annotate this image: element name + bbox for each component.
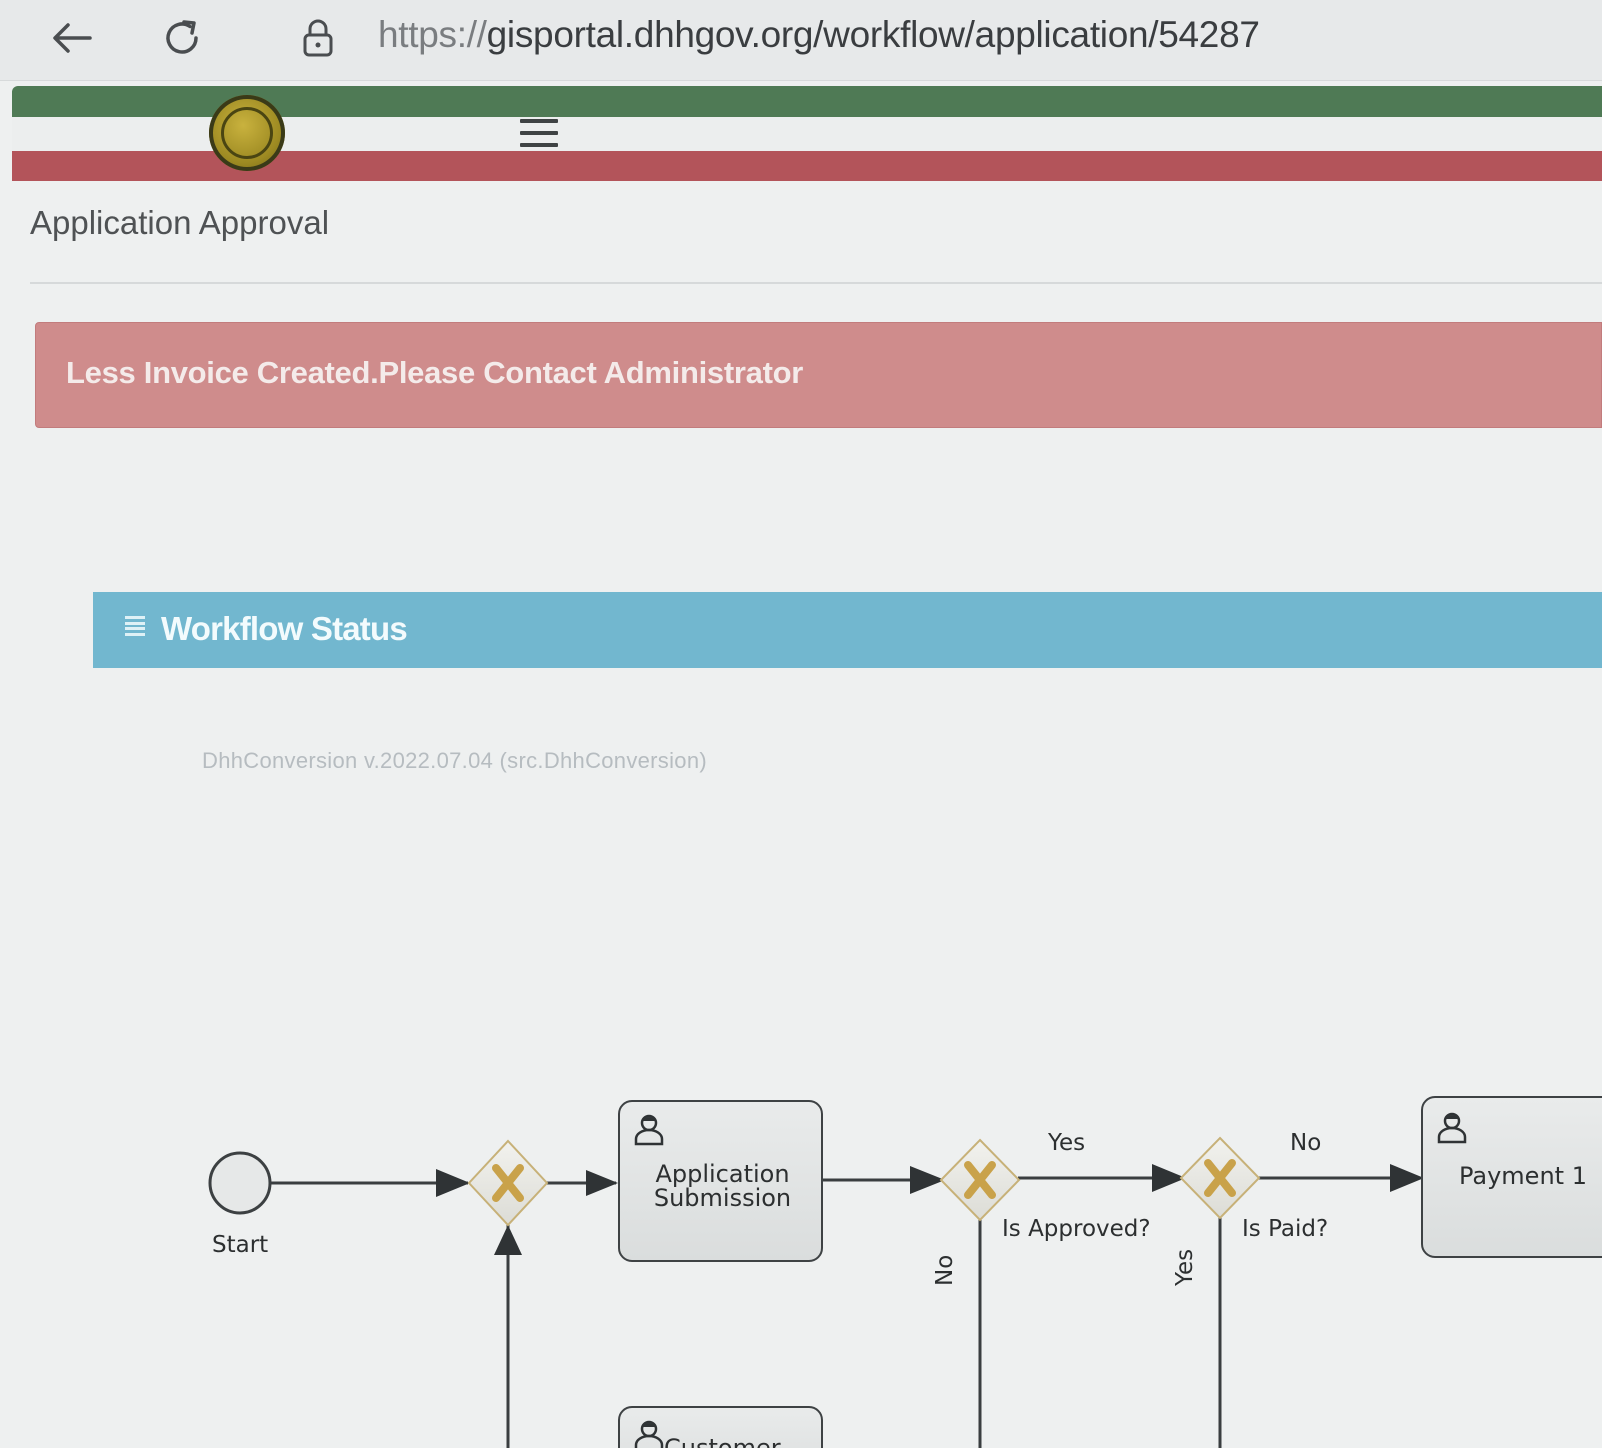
reload-button[interactable]	[156, 12, 208, 64]
page-title: Application Approval	[30, 204, 330, 241]
merge-gateway[interactable]	[467, 1139, 549, 1227]
user-task-icon	[634, 1420, 664, 1448]
alert-message: Less Invoice Created.Please Contact Admi…	[66, 355, 804, 390]
task-label: Customer	[664, 1434, 781, 1448]
portal-logo[interactable]	[209, 95, 285, 171]
url-protocol: https://	[378, 14, 487, 55]
task-label-line1: Application	[655, 1160, 790, 1188]
list-icon	[125, 616, 145, 636]
flow-label-approved-yes: Yes	[1048, 1130, 1086, 1156]
start-event-label: Start	[212, 1232, 269, 1258]
is-paid-gateway[interactable]	[1179, 1136, 1261, 1220]
panel-title: Workflow Status	[161, 610, 408, 647]
workflow-status-panel-header[interactable]: Workflow Status	[93, 592, 1602, 668]
flow-label-paid-no: No	[1290, 1130, 1322, 1156]
back-button[interactable]	[46, 12, 98, 64]
task-label: Payment 1	[1459, 1162, 1587, 1190]
reload-icon	[166, 20, 198, 54]
gateway-label-approved: Is Approved?	[1002, 1216, 1151, 1242]
lock-icon	[303, 19, 333, 57]
task-application-submission[interactable]: Application Submission	[618, 1100, 823, 1262]
start-event[interactable]	[208, 1151, 272, 1215]
error-alert: Less Invoice Created.Please Contact Admi…	[35, 322, 1602, 428]
user-task-icon	[1437, 1112, 1467, 1144]
task-customer[interactable]: Customer	[618, 1406, 823, 1448]
is-approved-gateway[interactable]	[939, 1138, 1021, 1222]
user-task-icon	[634, 1114, 664, 1146]
task-payment[interactable]: Payment 1	[1421, 1096, 1602, 1258]
url-text: gisportal.dhhgov.org/workflow/applicatio…	[486, 14, 1260, 55]
gateway-label-paid: Is Paid?	[1242, 1216, 1329, 1242]
flow-arrowheads	[436, 1164, 1424, 1255]
logo-emblem-icon	[221, 107, 273, 159]
workflow-diagram: Application Submission Payment 1 Custome…	[0, 1060, 1602, 1448]
hamburger-menu-icon[interactable]	[520, 119, 558, 147]
address-bar[interactable]: https://gisportal.dhhgov.org/workflow/ap…	[378, 14, 1260, 56]
process-version-text: DhhConversion v.2022.07.04 (src.DhhConve…	[202, 748, 707, 773]
diagram-canvas	[208, 1136, 1424, 1448]
flow-label-approved-no: No	[932, 1254, 958, 1286]
task-label-line2: Submission	[653, 1184, 792, 1212]
title-divider	[30, 282, 1602, 284]
site-info-button[interactable]	[292, 12, 344, 64]
flow-label-paid-yes: Yes	[1172, 1248, 1198, 1286]
browser-toolbar: https://gisportal.dhhgov.org/workflow/ap…	[0, 0, 1602, 81]
back-arrow-icon	[53, 23, 92, 53]
